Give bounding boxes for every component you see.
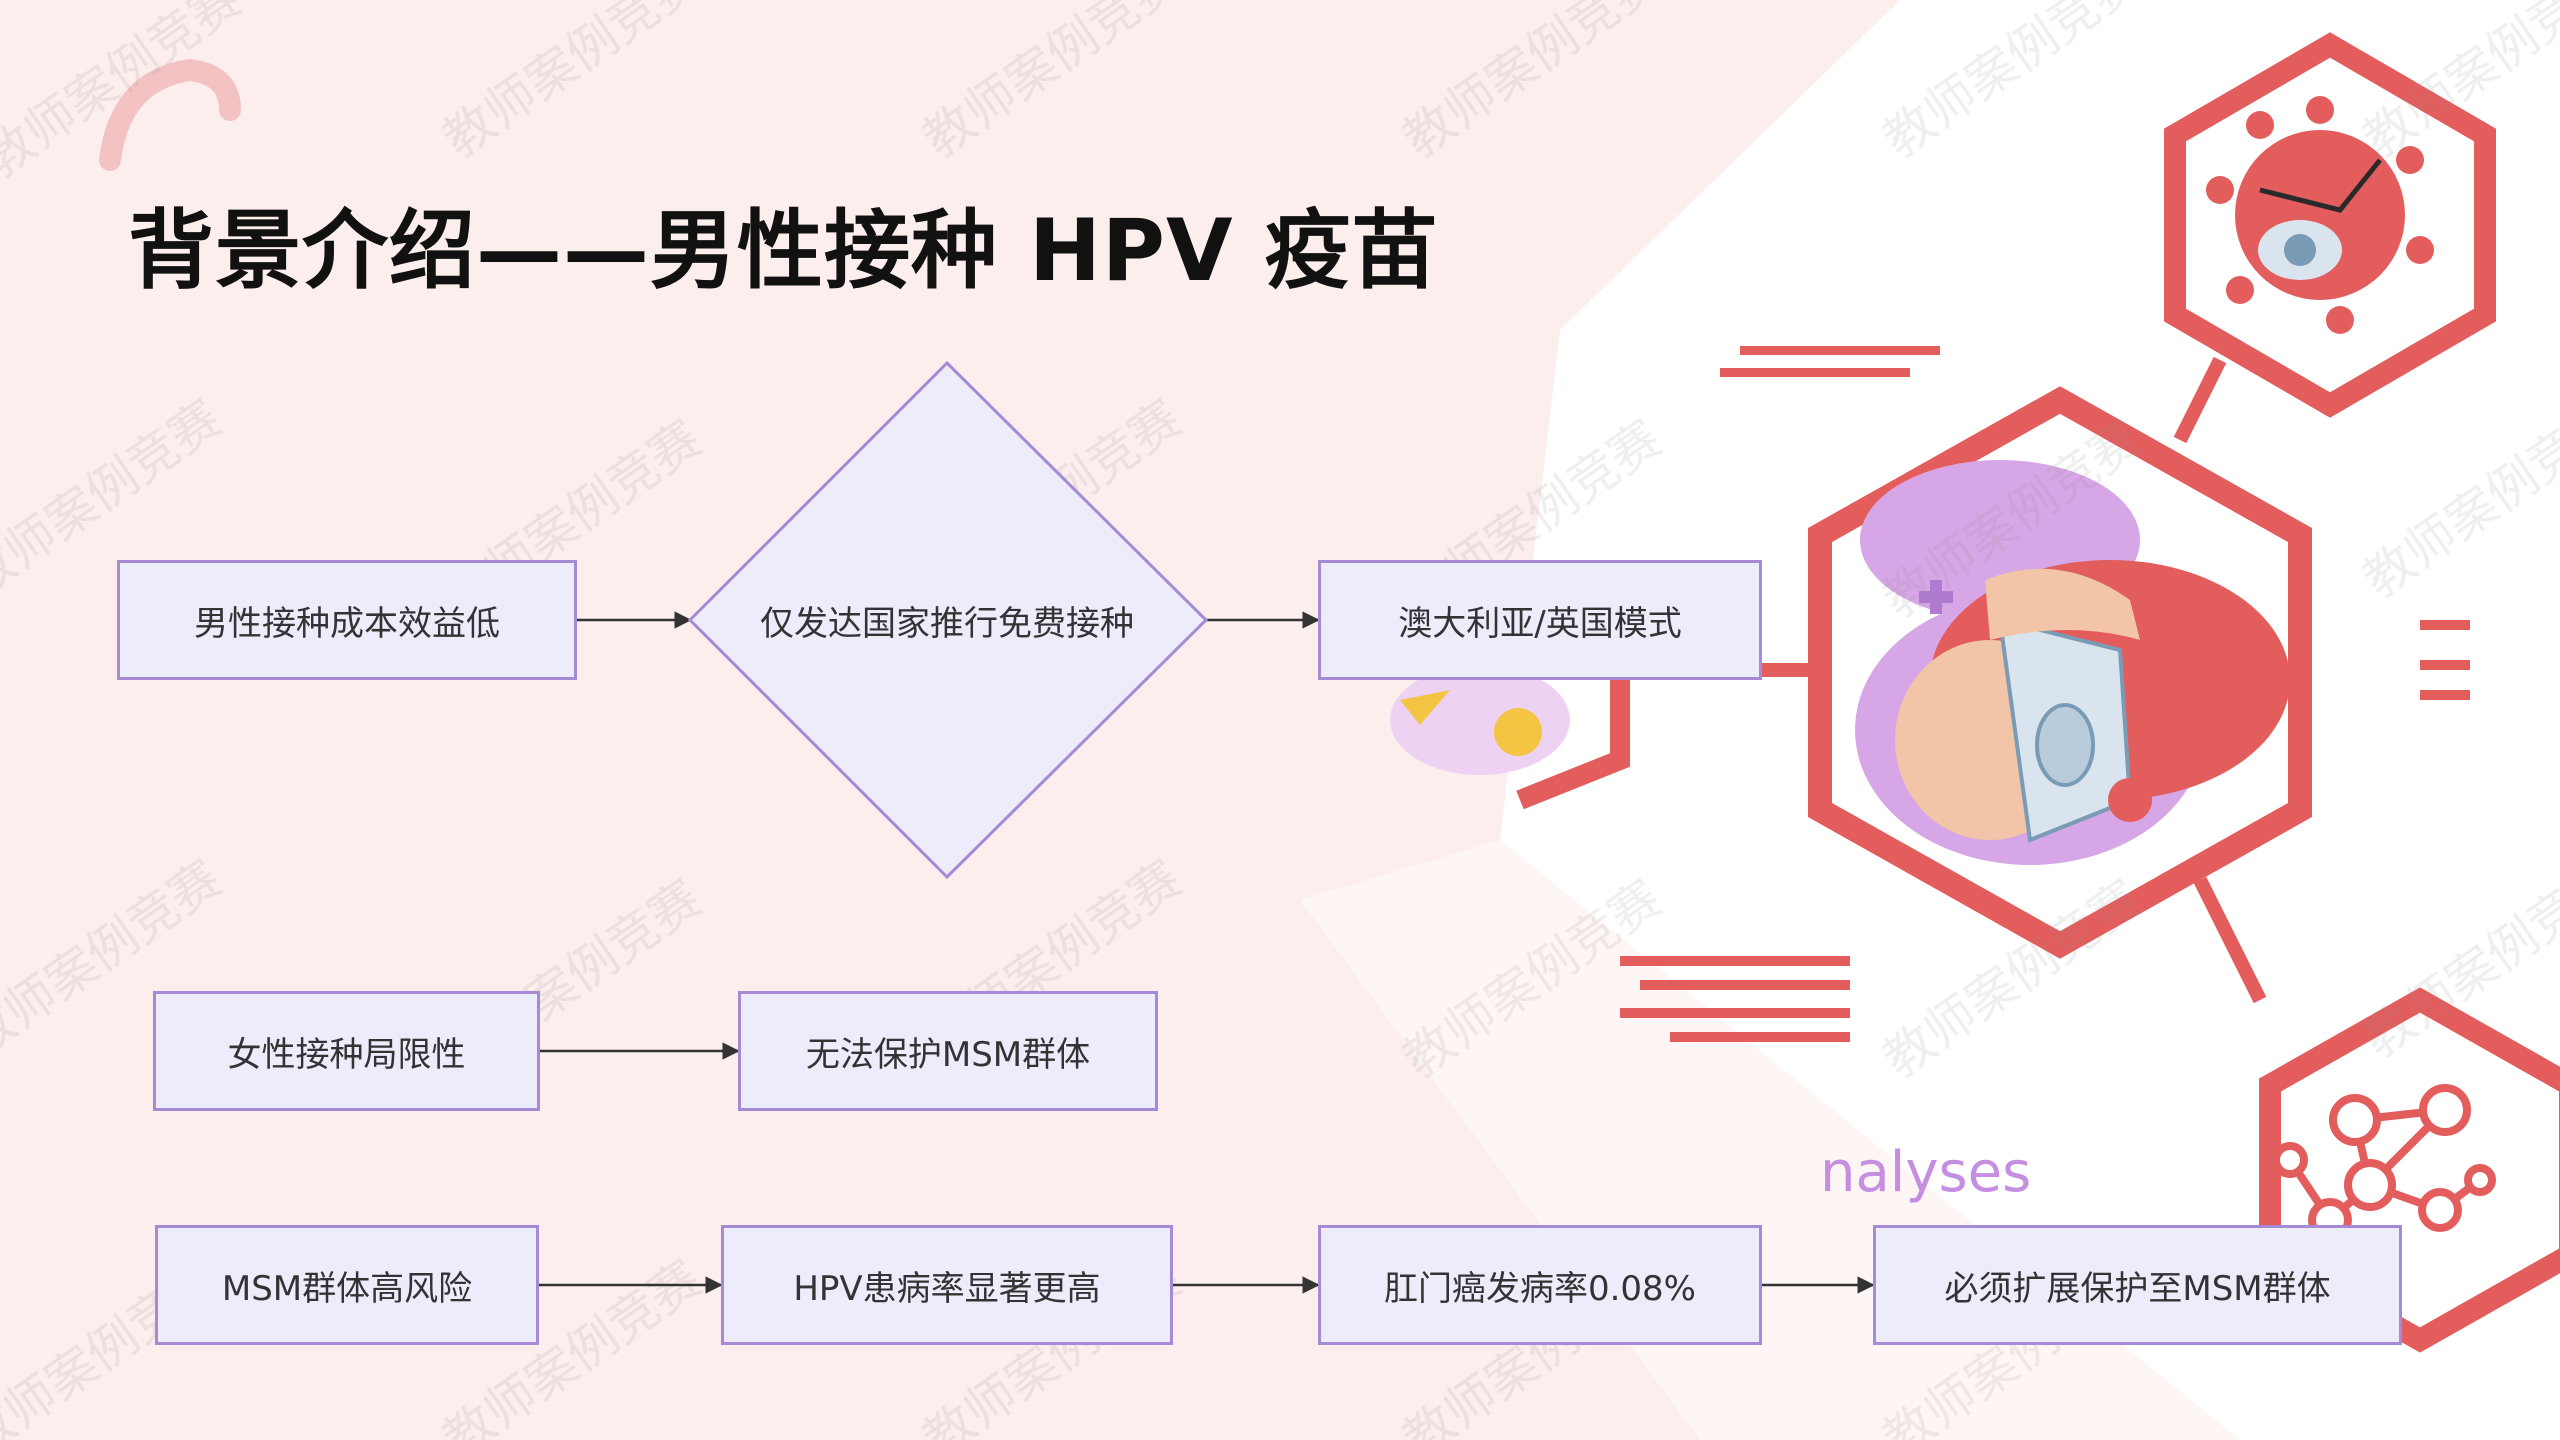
flow-node: 无法保护MSM群体 [738, 991, 1158, 1111]
flow-node: MSM群体高风险 [155, 1225, 539, 1345]
decision-diamond [687, 360, 1209, 880]
decorative-lines [1620, 346, 2470, 1042]
swirl-decoration [99, 58, 241, 171]
flow-node: 澳大利亚/英国模式 [1318, 560, 1762, 680]
virus-icon [2164, 32, 2496, 418]
page-title: 背景介绍——男性接种 HPV 疫苗 [128, 201, 1439, 301]
doctor-shield-icon [1808, 386, 2312, 959]
flow-node: 肛门癌发病率0.08% [1318, 1225, 1762, 1345]
flow-node: HPV患病率显著更高 [721, 1225, 1173, 1345]
flow-node: 女性接种局限性 [153, 991, 540, 1111]
flow-node: 男性接种成本效益低 [117, 560, 577, 680]
illustration-caption: nalyses [1820, 1140, 2032, 1205]
flow-node: 必须扩展保护至MSM群体 [1873, 1225, 2402, 1345]
decision-label: 仅发达国家推行免费接种 [760, 604, 1134, 644]
